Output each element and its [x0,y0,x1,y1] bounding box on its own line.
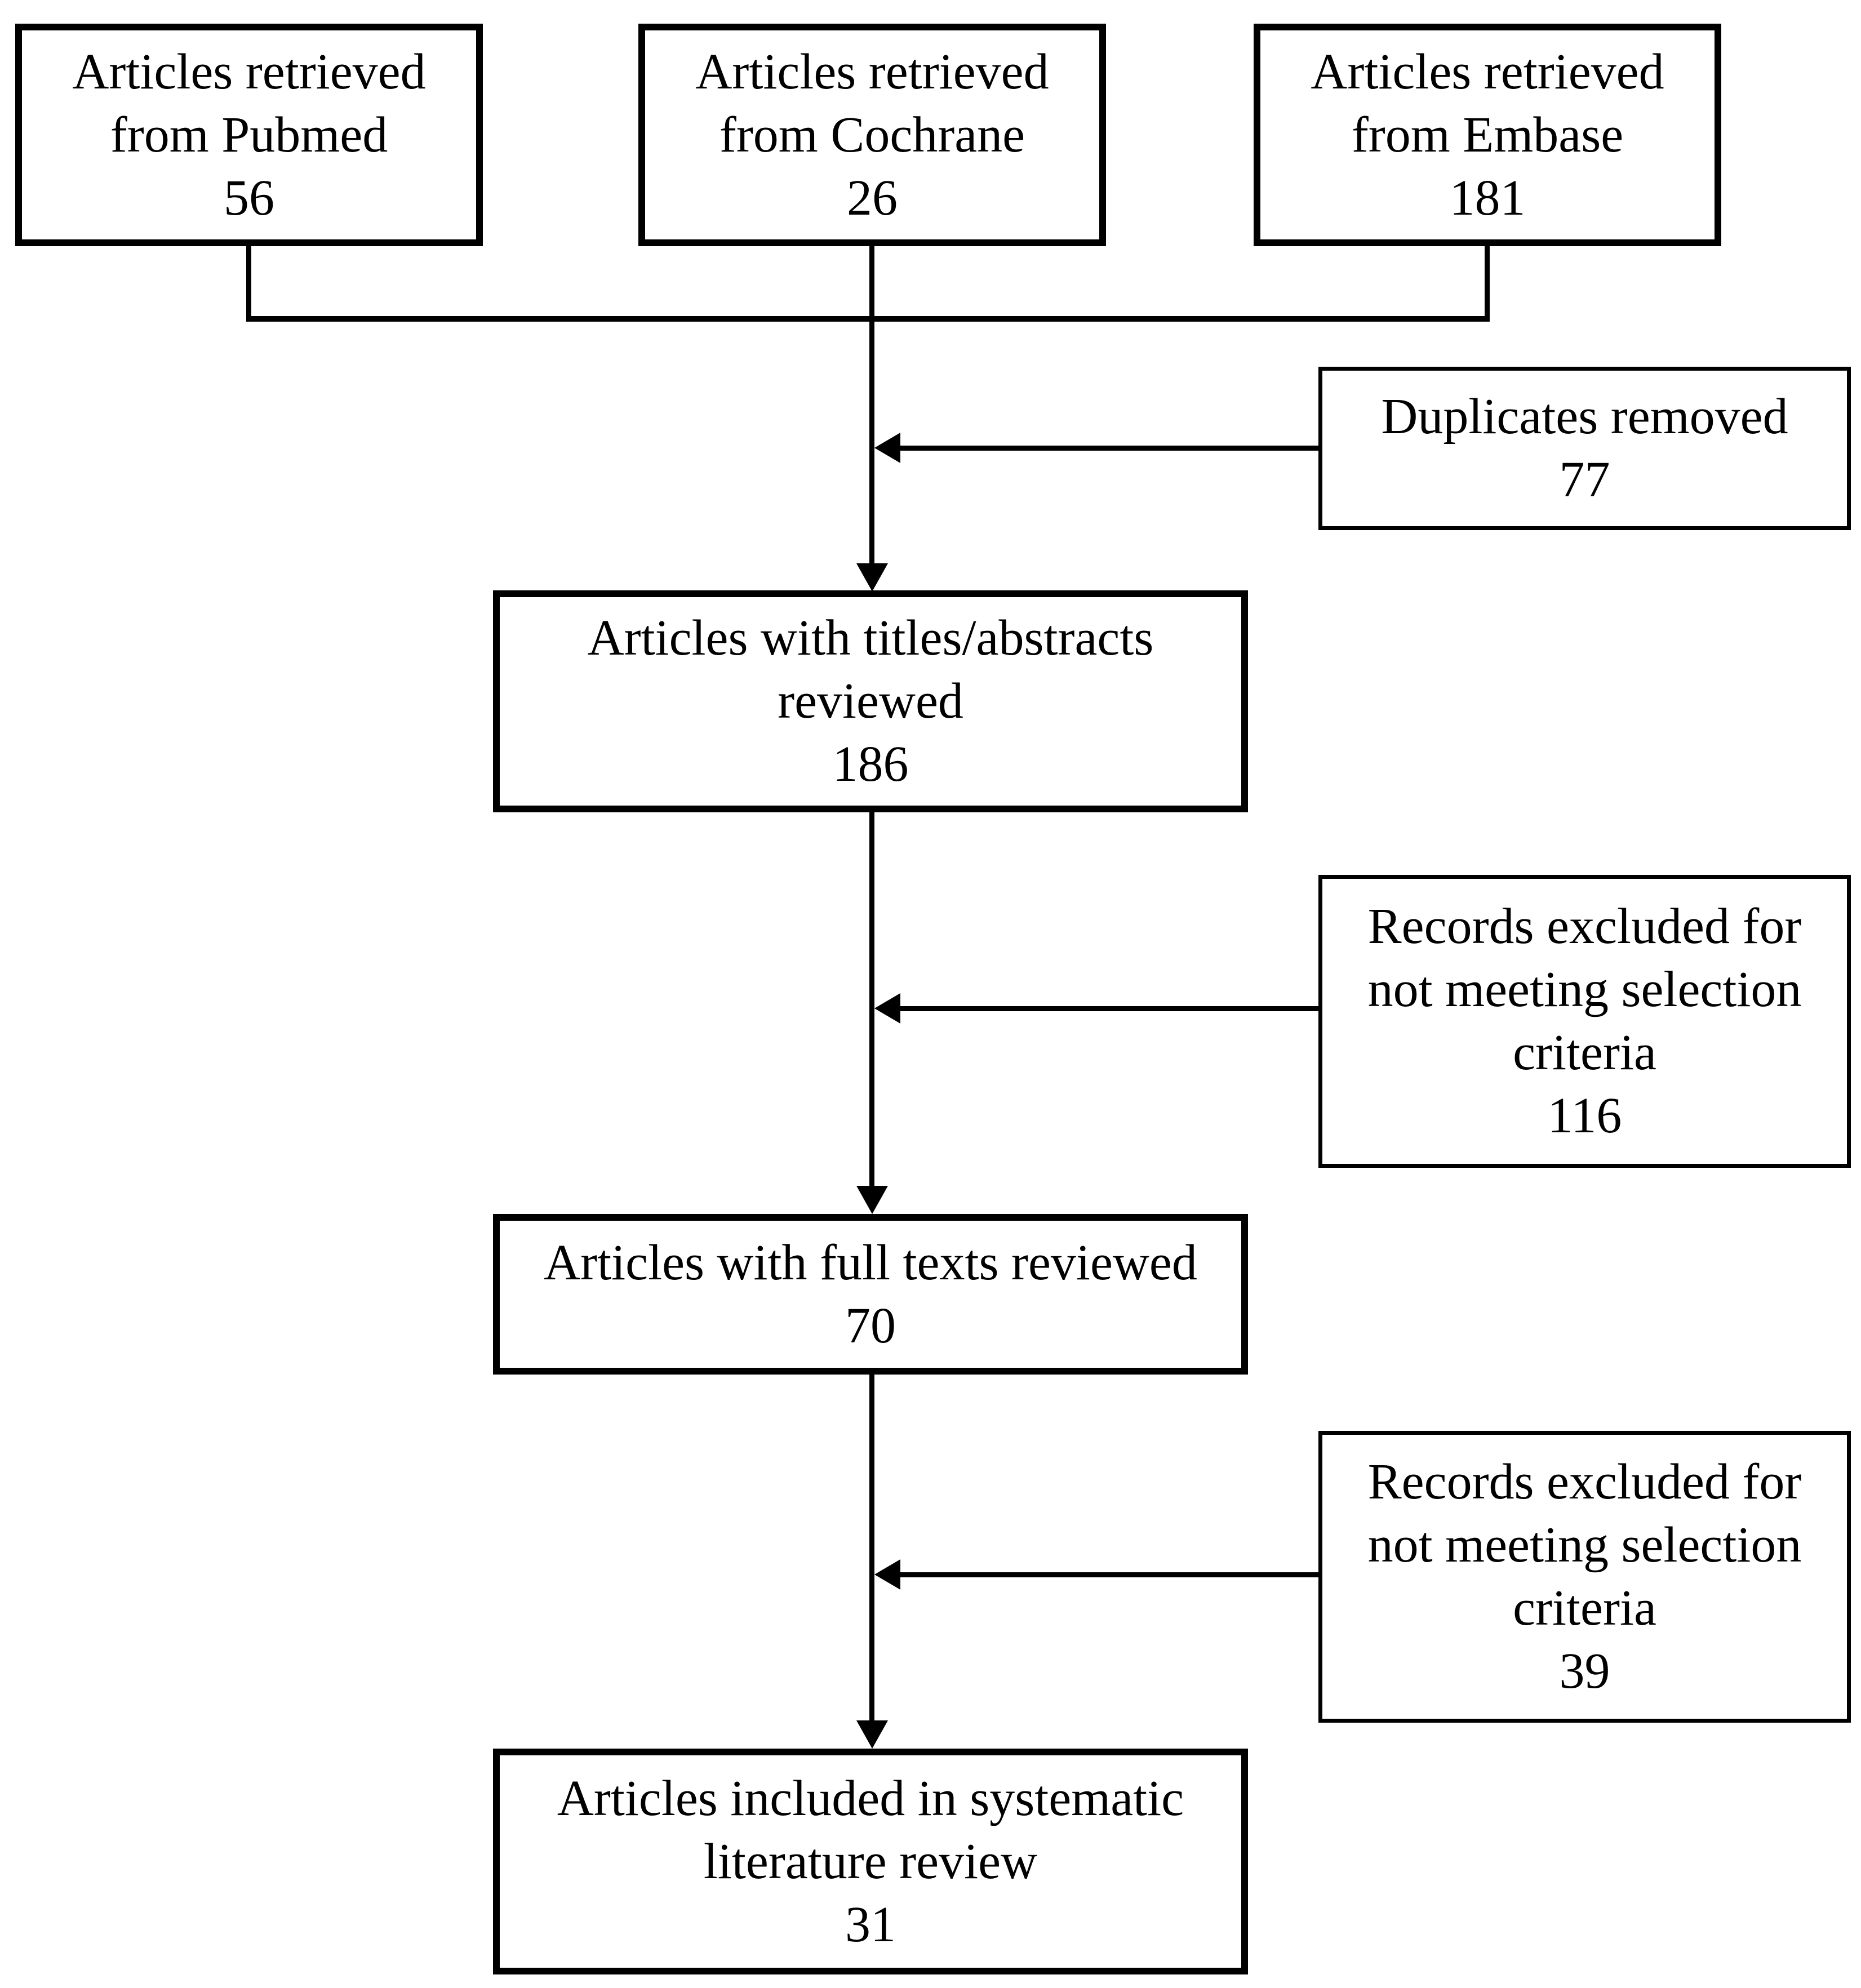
duplicates-line: Duplicates removed [1381,389,1788,444]
embase-line: Articles retrieved [1311,43,1664,100]
box-excluded-after-titles: Records excluded for not meeting selecti… [1318,875,1851,1168]
arrowhead-left-icon [874,1559,900,1590]
titles-count: 186 [832,736,909,792]
excluded1-line: criteria [1513,1025,1656,1080]
connector-excluded2-arrow-line [899,1572,1318,1577]
cochrane-count: 26 [847,170,898,226]
box-duplicates-removed: Duplicates removed 77 [1318,367,1851,530]
excluded2-line: criteria [1513,1580,1656,1636]
connector-merge-horizontal [246,316,1490,322]
box-excluded-after-full-text: Records excluded for not meeting selecti… [1318,1431,1851,1723]
pubmed-line: Articles retrieved [72,43,426,100]
fulltexts-count: 70 [845,1297,896,1354]
excluded1-line: not meeting selection [1367,962,1802,1017]
connector-cochrane-stub [869,246,874,322]
arrowhead-left-icon [874,993,900,1024]
box-included-in-review: Articles included in systematic literatu… [493,1749,1248,1974]
embase-line: from Embase [1351,106,1624,163]
included-line: literature review [703,1833,1038,1889]
excluded1-count: 116 [1547,1088,1622,1144]
cochrane-line: Articles retrieved [695,43,1049,100]
pubmed-line: from Pubmed [110,106,388,163]
arrowhead-down-icon [856,1186,888,1214]
duplicates-count: 77 [1559,452,1610,508]
excluded1-line: Records excluded for [1367,899,1802,954]
connector-titles-to-fulltexts [869,812,874,1187]
pubmed-count: 56 [224,170,274,226]
embase-count: 181 [1449,170,1526,226]
box-embase: Articles retrieved from Embase 181 [1254,24,1721,246]
connector-embase-stub [1485,246,1490,322]
connector-duplicates-arrow-line [899,446,1318,451]
box-titles-abstracts-reviewed: Articles with titles/abstracts reviewed … [493,590,1248,812]
titles-line: Articles with titles/abstracts [587,610,1154,666]
connector-merge-to-titles [869,322,874,564]
titles-line: reviewed [778,673,963,729]
connector-pubmed-stub [246,246,251,322]
excluded2-line: Records excluded for [1367,1454,1802,1510]
excluded2-line: not meeting selection [1367,1517,1802,1573]
box-cochrane: Articles retrieved from Cochrane 26 [638,24,1106,246]
box-pubmed: Articles retrieved from Pubmed 56 [15,24,483,246]
arrowhead-left-icon [874,433,900,463]
included-count: 31 [845,1896,896,1953]
fulltexts-line: Articles with full texts reviewed [544,1234,1197,1291]
arrowhead-down-icon [856,1720,888,1749]
box-full-texts-reviewed: Articles with full texts reviewed 70 [493,1214,1248,1375]
connector-fulltexts-to-included [869,1375,874,1722]
included-line: Articles included in systematic [557,1770,1184,1826]
cochrane-line: from Cochrane [719,106,1025,163]
arrowhead-down-icon [856,563,888,591]
excluded2-count: 39 [1559,1643,1610,1699]
connector-excluded1-arrow-line [899,1006,1318,1011]
